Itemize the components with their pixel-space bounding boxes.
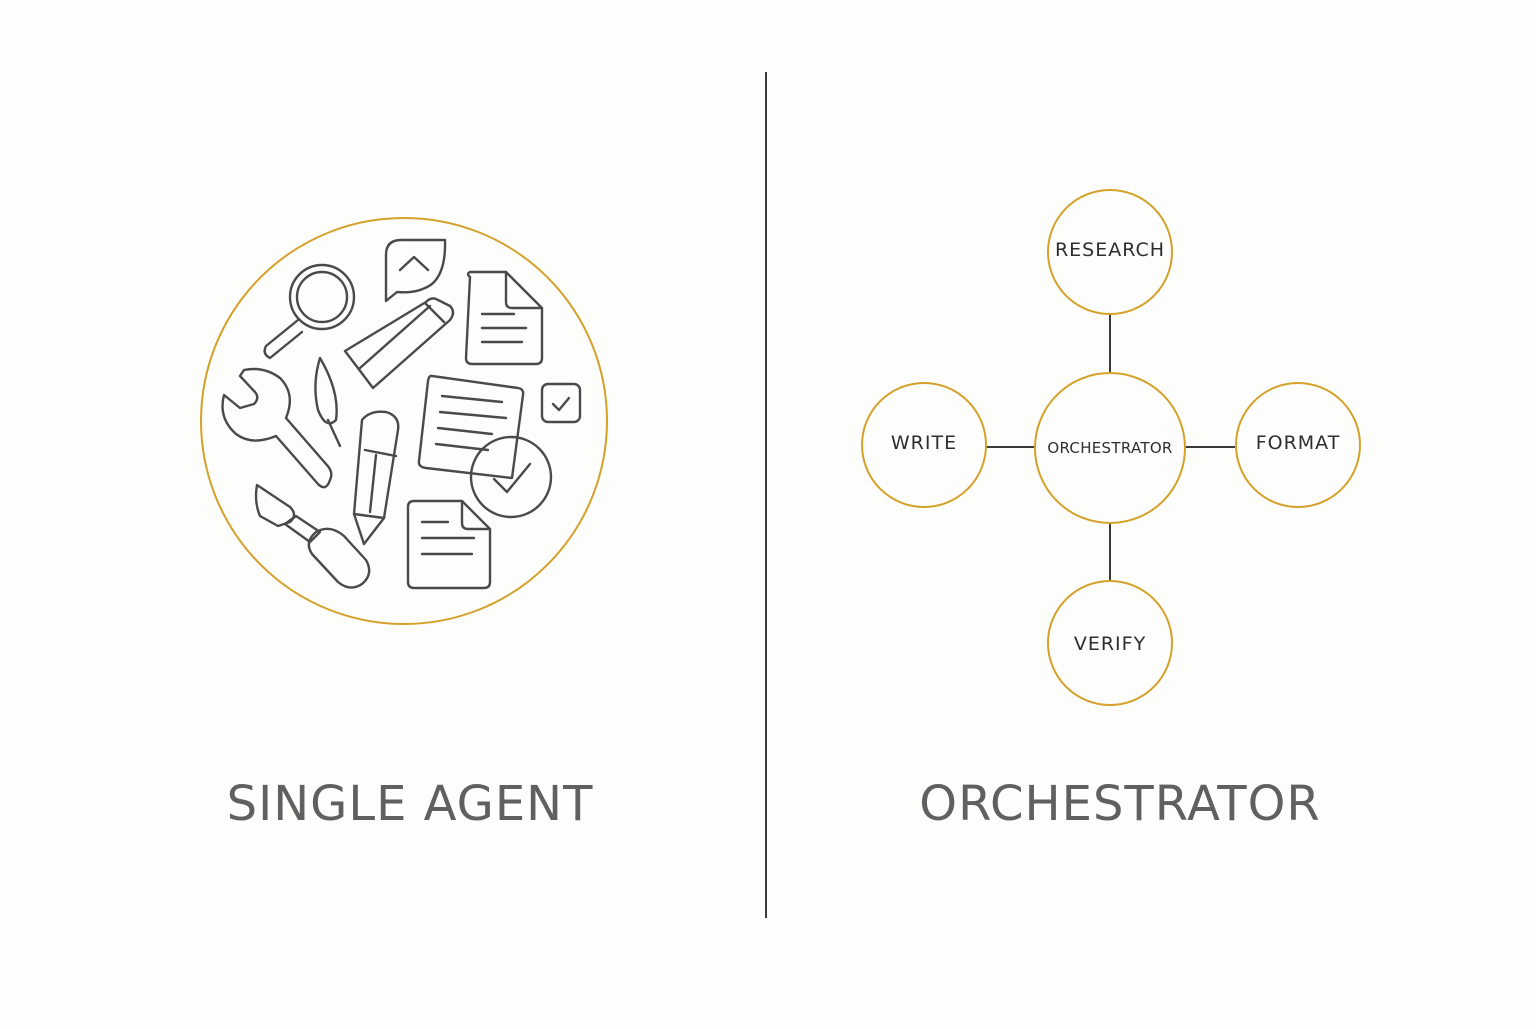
node-write-label: WRITE — [891, 432, 957, 454]
node-orchestrator: ORCHESTRATOR — [1034, 372, 1186, 524]
knife-icon — [254, 483, 371, 589]
node-research-label: RESEARCH — [1055, 239, 1165, 261]
orchestrator-title: ORCHESTRATOR — [919, 776, 1321, 832]
node-verify-label: VERIFY — [1074, 633, 1146, 655]
single-agent-circle — [200, 217, 608, 625]
node-format: FORMAT — [1235, 382, 1361, 508]
single-agent-title: SINGLE AGENT — [226, 776, 594, 832]
single-agent-group — [200, 217, 608, 625]
notes-icon — [417, 374, 525, 480]
orchestrator-graph: RESEARCH WRITE ORCHESTRATOR FORMAT VERIF… — [861, 189, 1361, 706]
checkmark-circle-icon — [469, 435, 553, 519]
node-format-label: FORMAT — [1256, 432, 1341, 454]
node-orchestrator-label: ORCHESTRATOR — [1047, 439, 1172, 457]
wrench-icon — [221, 367, 333, 489]
page-icon — [406, 499, 492, 590]
small-checkbox-icon — [540, 382, 582, 424]
marker-icon — [352, 410, 400, 546]
node-research: RESEARCH — [1047, 189, 1173, 315]
document-icon — [464, 270, 544, 366]
feather-icon — [314, 356, 342, 448]
pencil-icon — [343, 297, 455, 390]
node-write: WRITE — [861, 382, 987, 508]
magnifier-icon — [263, 263, 356, 360]
chat-bubble-icon — [384, 238, 447, 303]
node-verify: VERIFY — [1047, 580, 1173, 706]
